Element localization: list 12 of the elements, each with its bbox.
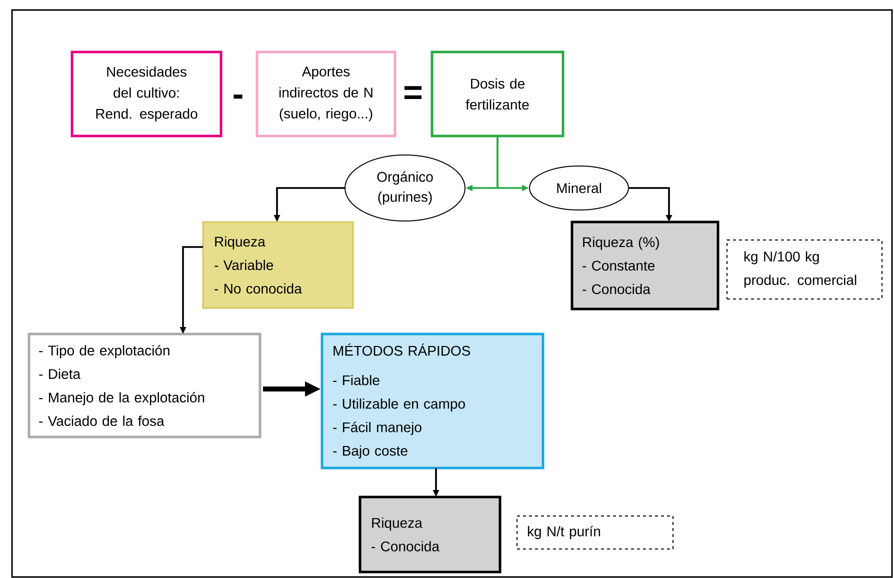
operator-sign: - — [234, 94, 242, 99]
factor-box: - Tipo de explotación - Dieta - Manejo de la explotación - Vaciado de la fosa — [28, 332, 262, 438]
note-box: kg N/t purín — [516, 516, 674, 550]
note-box: kg N/100 kg produc. comercial — [726, 240, 882, 300]
operator-sign: = — [404, 86, 422, 99]
info-box: Riqueza (%) - Constante - Conocida — [570, 220, 720, 310]
process-box: Necesidades del cultivo: Rend. esperado — [70, 50, 222, 138]
info-box: Riqueza - Variable - No conocida — [202, 221, 354, 309]
method-box: MÉTODOS RÁPIDOS - Fiable - Utilizable en campo - Fácil manejo - Bajo coste — [320, 332, 544, 470]
process-box: Aportes indirectos de N (suelo, riego...) — [256, 50, 396, 138]
result-box: Dosis de fertilizante — [430, 50, 564, 138]
info-box: Riqueza - Conocida — [358, 496, 502, 574]
